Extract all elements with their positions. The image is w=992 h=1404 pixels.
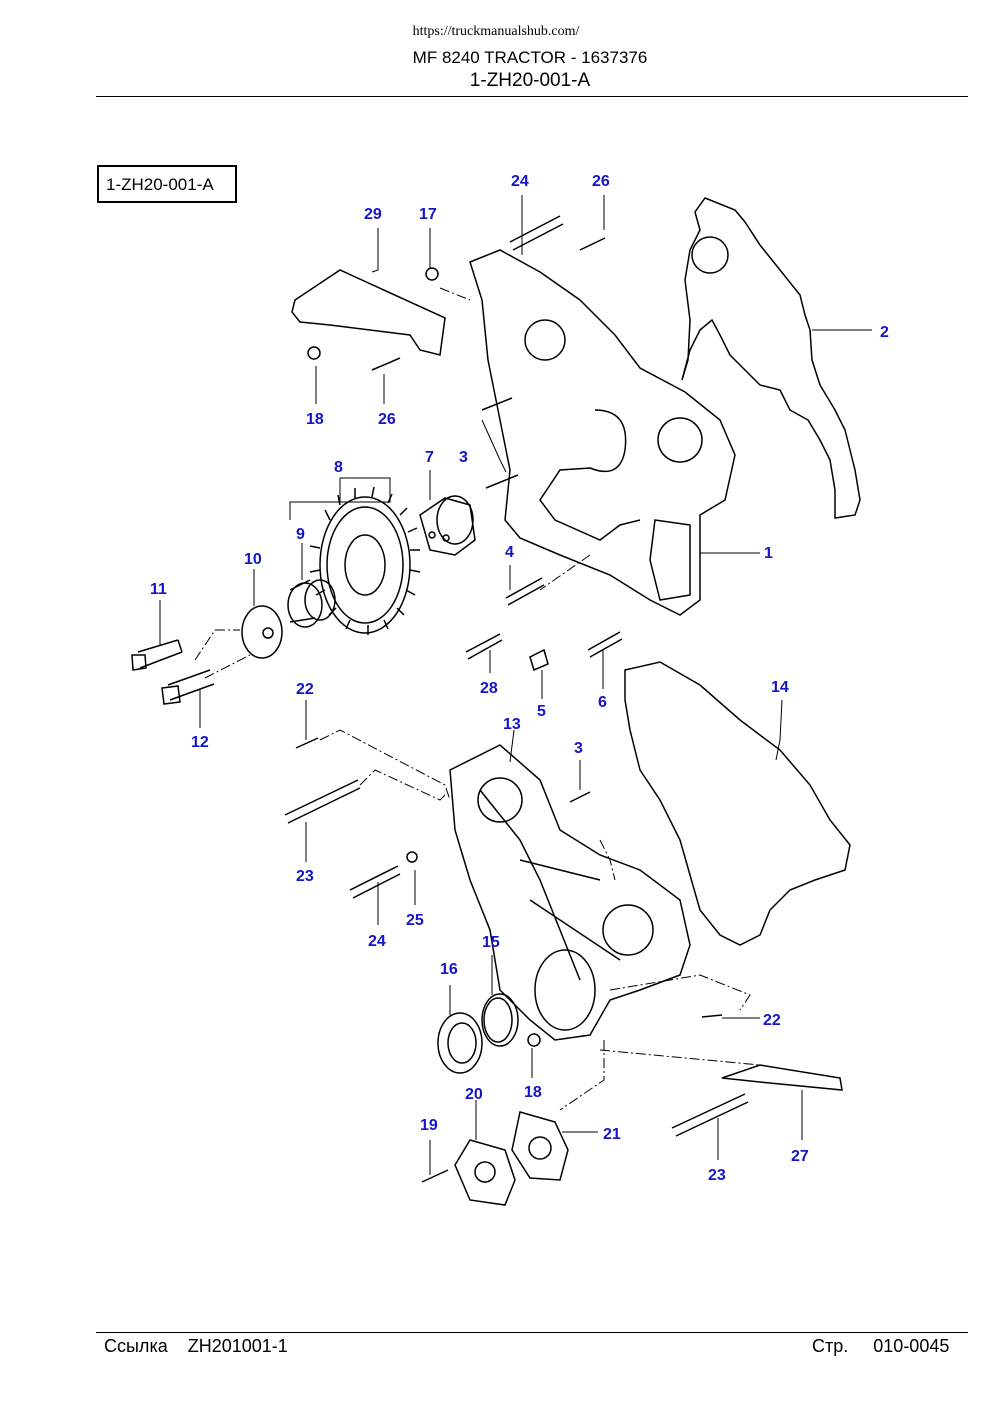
callout-24-lower: 24 (368, 933, 386, 950)
hub-part-7 (419, 495, 476, 556)
callout-24-upper: 24 (511, 173, 529, 190)
callout-22-upper: 22 (296, 681, 314, 698)
callout-25: 25 (406, 912, 424, 929)
thrust-washer-part-10 (241, 605, 283, 659)
callout-23-lower: 23 (708, 1167, 726, 1184)
callout-14: 14 (771, 679, 789, 696)
callout-22-lower: 22 (763, 1012, 781, 1029)
callout-2: 2 (880, 324, 889, 341)
o-ring-part-15 (481, 993, 519, 1047)
header-rule (96, 96, 968, 97)
callout-20: 20 (465, 1086, 483, 1103)
callout-23-upper: 23 (296, 868, 314, 885)
oil-seal-part-16 (437, 1012, 483, 1074)
gasket-part-14 (624, 661, 851, 946)
callout-13: 13 (503, 716, 521, 733)
bolt-part-3-lower (569, 791, 591, 803)
callout-3-upper: 3 (459, 449, 468, 466)
gasket-part-2 (681, 197, 861, 519)
callout-28: 28 (480, 680, 498, 697)
callout-9: 9 (296, 526, 305, 543)
footer-page-label: Стр. (812, 1336, 849, 1356)
footer-ref-code: ZH201001-1 (187, 1336, 288, 1356)
callout-11: 11 (150, 581, 167, 598)
bolt-part-24-upper (509, 215, 564, 251)
bolt-part-19 (421, 1169, 449, 1183)
bolt-part-22-lower (701, 1014, 723, 1018)
callout-29: 29 (364, 206, 382, 223)
nut-part-18-upper (307, 346, 321, 360)
idler-gear-part-8 (309, 486, 421, 635)
source-url: https://truckmanualshub.com/ (412, 24, 580, 39)
callout-17: 17 (419, 206, 437, 223)
callout-4: 4 (505, 544, 514, 561)
timing-cover-part-1 (469, 249, 736, 616)
bolt-part-23-lower (671, 1093, 749, 1137)
lower-cover-part-13 (449, 744, 691, 1041)
bolt-part-28 (465, 633, 503, 660)
diagram-code: 1-ZH20-001-A (469, 70, 591, 91)
callout-7: 7 (425, 449, 434, 466)
plug-part-17 (425, 267, 439, 281)
dowel-part-5 (529, 648, 549, 672)
bushing-part-9 (287, 579, 336, 628)
callout-19: 19 (420, 1117, 438, 1134)
callout-3-lower: 3 (574, 740, 583, 757)
bolt-part-26-upper (579, 237, 606, 251)
stud-part-4 (505, 577, 545, 606)
callout-10: 10 (244, 551, 262, 568)
bracket-part-29 (291, 269, 446, 356)
washer-part-25 (406, 851, 418, 863)
gasket-part-21 (511, 1111, 569, 1181)
footer-reference: Ссылка ZH201001-1 (104, 1336, 288, 1357)
diagram-label-text: 1-ZH20-001-A (106, 175, 214, 194)
footer-page: Стр. 010-0045 (812, 1336, 949, 1357)
bolt-part-6 (587, 631, 623, 658)
nut-part-18-lower (527, 1033, 541, 1047)
bolt-part-3-mid (485, 474, 519, 489)
callout-15: 15 (482, 934, 500, 951)
bolt-part-24-lower (349, 865, 401, 899)
footer-rule (96, 1332, 968, 1333)
callout-26-upper: 26 (592, 173, 610, 190)
callout-27: 27 (791, 1148, 809, 1165)
bolt-part-26-bracket (371, 357, 401, 371)
bolt-part-11 (131, 639, 183, 671)
callout-5: 5 (537, 703, 546, 720)
document-title: MF 8240 TRACTOR - 1637376 (412, 48, 648, 67)
callout-6: 6 (598, 694, 607, 711)
callout-26-bracket: 26 (378, 411, 396, 428)
bolt-part-23-upper (284, 779, 361, 824)
diagram-label-box (97, 165, 237, 203)
callout-1: 1 (764, 545, 773, 562)
footer-page-number: 010-0045 (873, 1336, 950, 1356)
callout-12: 12 (191, 734, 209, 751)
callout-18-lower: 18 (524, 1084, 542, 1101)
callout-18-upper: 18 (306, 411, 324, 428)
callout-21: 21 (603, 1126, 621, 1143)
cover-plate-part-20 (454, 1139, 516, 1206)
bolt-part-22-upper (295, 737, 319, 749)
callout-8: 8 (334, 459, 343, 476)
bolt-part-3-upper (481, 397, 513, 411)
bolt-part-12 (161, 669, 215, 705)
plate-part-27 (721, 1064, 843, 1091)
callout-16: 16 (440, 961, 458, 978)
footer-ref-label: Ссылка (104, 1336, 168, 1356)
